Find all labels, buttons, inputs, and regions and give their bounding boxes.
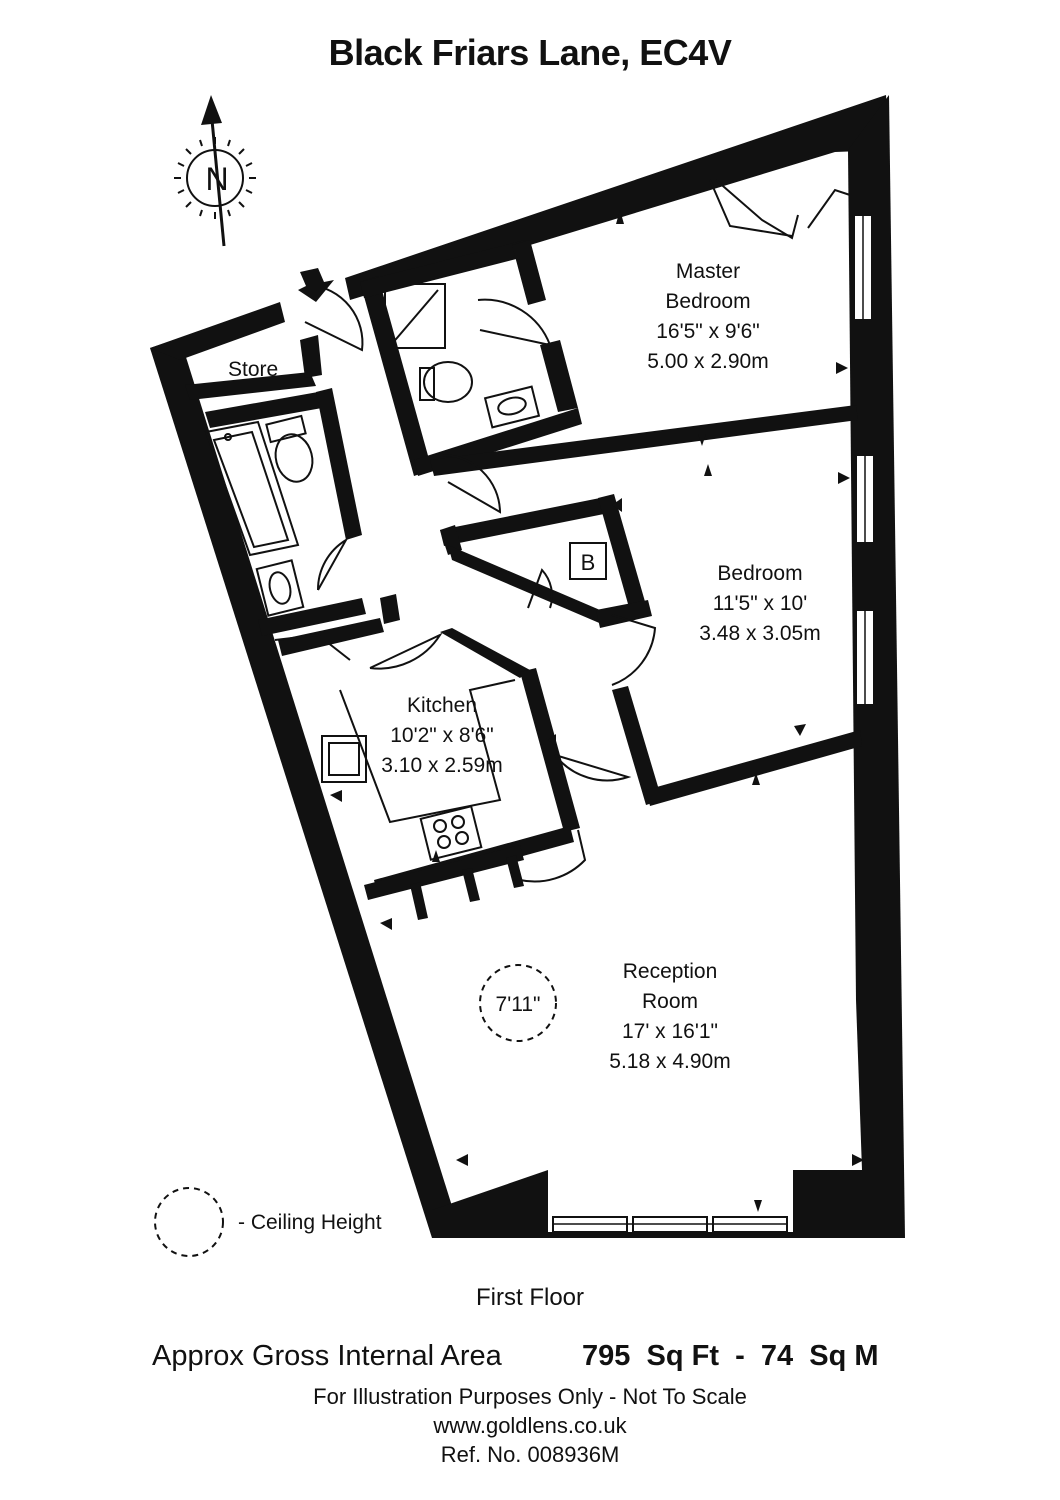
sanitary-fixtures (204, 283, 541, 861)
ceiling-height-legend-label: - Ceiling Height (238, 1211, 382, 1234)
room-label-kitchen: Kitchen 10'2" x 8'6" 3.10 x 2.59m (381, 694, 502, 777)
measurement-ticks (330, 210, 864, 1212)
ceiling-height-marker (479, 964, 557, 1042)
kitchen-metric: 3.10 x 2.59m (381, 754, 502, 777)
store-label: Store (228, 358, 278, 381)
reception-metric: 5.18 x 4.90m (609, 1050, 730, 1073)
floor-name: First Floor (476, 1284, 584, 1311)
door-swings (274, 179, 851, 883)
ceiling-height-value: 7'11" (496, 993, 541, 1016)
plan-title: Black Friars Lane, EC4V (328, 32, 732, 73)
north-compass-icon (174, 95, 256, 247)
disclaimer: For Illustration Purposes Only - Not To … (313, 1384, 747, 1409)
reception-imperial: 17' x 16'1" (622, 1020, 718, 1043)
area-value: 795 Sq Ft - 74 Sq M (582, 1340, 879, 1372)
boiler-label: B (581, 550, 596, 575)
interior-walls (185, 240, 862, 920)
master-bedroom-name-2: Bedroom (665, 290, 750, 313)
kitchen-imperial: 10'2" x 8'6" (390, 724, 494, 747)
master-bedroom-name-1: Master (676, 260, 740, 283)
room-label-bedroom: Bedroom 11'5" x 10' 3.48 x 3.05m (699, 562, 820, 645)
area-row: Approx Gross Internal Area 795 Sq Ft - 7… (152, 1340, 912, 1376)
master-bedroom-imperial: 16'5" x 9'6" (656, 320, 760, 343)
bedroom-imperial: 11'5" x 10' (713, 592, 807, 615)
kitchen-name: Kitchen (407, 694, 477, 717)
area-label: Approx Gross Internal Area (152, 1340, 502, 1372)
compass-letter: N (205, 161, 228, 197)
bedroom-metric: 3.48 x 3.05m (699, 622, 820, 645)
reference-number: Ref. No. 008936M (440, 1442, 620, 1467)
entrance-arrow-icon (298, 268, 334, 302)
reception-name-1: Reception (623, 960, 718, 983)
outer-walls (150, 95, 905, 1238)
ceiling-height-legend-icon (154, 1187, 224, 1257)
website: www.goldlens.co.uk (433, 1413, 627, 1438)
reception-name-2: Room (642, 990, 698, 1013)
room-label-master-bedroom: Master Bedroom 16'5" x 9'6" 5.00 x 2.90m (647, 260, 768, 373)
room-label-reception: Reception Room 17' x 16'1" 5.18 x 4.90m (609, 960, 730, 1073)
master-bedroom-metric: 5.00 x 2.90m (647, 350, 768, 373)
boiler-box (569, 542, 607, 580)
bedroom-name: Bedroom (717, 562, 802, 585)
